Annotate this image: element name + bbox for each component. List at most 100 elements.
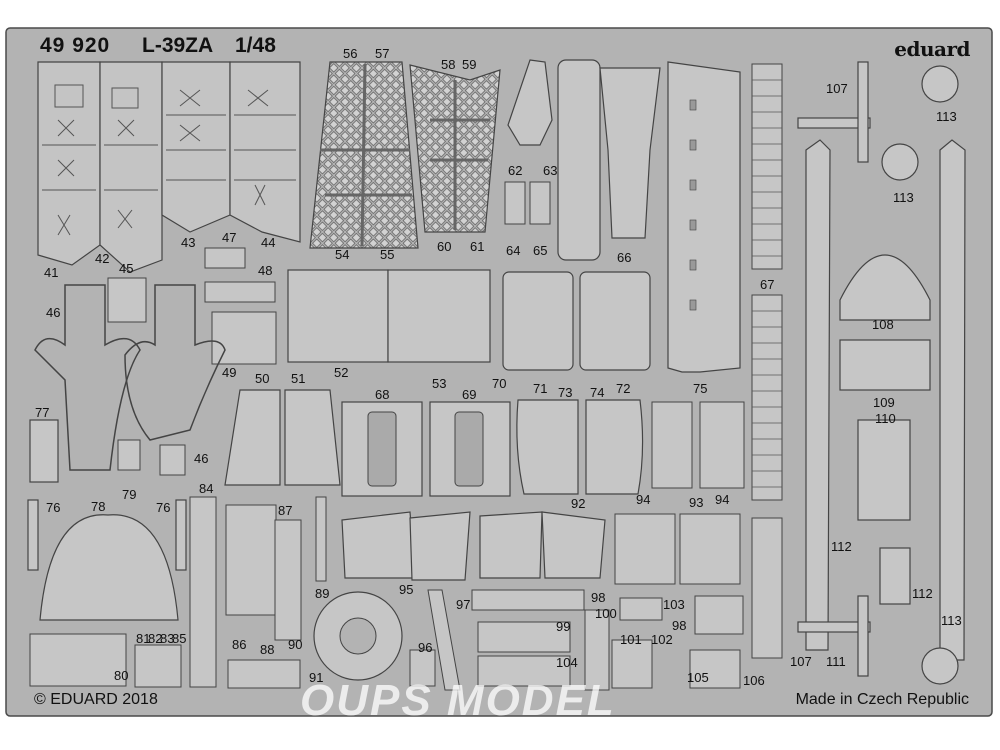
part-label: 87 [278,503,293,518]
brand-logo: eduard [894,37,970,61]
part-label: 68 [375,387,390,402]
part-label: 83 [160,631,175,646]
part-label: 105 [687,670,709,685]
part-label: 98 [672,618,687,633]
parts-70-72 [502,271,651,371]
parts-96-105 [471,517,783,691]
part-label: 107 [826,81,848,96]
part-label: 48 [258,263,273,278]
part-label: 109 [873,395,895,410]
parts-84-90 [189,496,327,689]
parts-45-49 [107,247,277,365]
part-label: 52 [334,365,349,380]
part-label: 97 [456,597,471,612]
parts-50-51 [224,389,341,486]
part-label: 112 [831,539,852,554]
part-label: 112 [912,586,933,601]
part-label: 111 [826,654,846,669]
instrument-panels [614,513,741,585]
part-label: 66 [617,250,632,265]
part-label: 76 [156,500,171,515]
part-label: 108 [872,317,894,332]
set-number: 49 920 [40,34,111,57]
parts-52-53 [287,269,491,363]
parts-76-78 [27,419,187,621]
part-label: 75 [693,381,708,396]
part-label: 51 [291,371,306,386]
part-label: 106 [743,673,765,688]
part-label: 84 [199,481,214,496]
part-label: 69 [462,387,477,402]
part-label: 63 [543,163,558,178]
part-label: 104 [556,655,578,670]
part-label: 46 [194,451,209,466]
copyright-text: © EDUARD 2018 [34,691,158,708]
part-label: 102 [651,632,673,647]
part-label: 71 [533,381,548,396]
part-label: 96 [418,640,433,655]
parts-41-44-detail [42,84,296,236]
part-label: 65 [533,243,548,258]
part-label: 92 [571,496,586,511]
part-label: 90 [288,637,303,652]
part-66-75-strips [667,61,741,373]
parts-46 [34,284,226,471]
part-label: 99 [556,619,571,634]
part-label: 73 [558,385,573,400]
parts-93-94 [651,401,745,489]
part-label: 46 [46,305,61,320]
part-label: 94 [636,492,651,507]
part-label: 82 [148,631,163,646]
part-label: 42 [95,251,110,266]
part-label: 107 [790,654,812,669]
part-label: 89 [315,586,330,601]
part-label: 47 [222,230,237,245]
part-label: 62 [508,163,523,178]
part-label: 60 [437,239,452,254]
part-label: 100 [595,606,617,621]
part-label: 57 [375,46,390,61]
part-label: 79 [122,487,137,502]
part-label: 53 [432,376,447,391]
part-label: 91 [309,670,324,685]
part-63 [557,59,661,261]
model-name: L-39ZA [142,34,214,57]
part-67-ladder [751,63,783,501]
part-label: 45 [119,261,134,276]
part-label: 49 [222,365,237,380]
part-label: 86 [232,637,247,652]
part-label: 59 [462,57,477,72]
scale-label: 1/48 [235,34,276,57]
part-label: 88 [260,642,275,657]
part-label: 64 [506,243,521,258]
part-label: 54 [335,247,350,262]
part-label: 50 [255,371,270,386]
part-label: 76 [46,500,61,515]
part-label: 98 [591,590,606,605]
mesh-parts-54-61 [309,61,501,249]
parts-41-44 [37,61,301,273]
part-label: 43 [181,235,196,250]
part-label: 67 [760,277,775,292]
watermark: OUPS MODEL [300,676,616,725]
parts-80-83 [29,633,182,688]
part-label: 113 [893,190,914,205]
parts-right-column [797,61,966,685]
part-label: 94 [715,492,730,507]
part-label: 41 [44,265,59,280]
parts-73-74 [516,399,644,495]
part-label: 113 [936,109,957,124]
part-label: 70 [492,376,507,391]
parts-91 [341,511,606,581]
part-label: 61 [470,239,485,254]
part-label: 80 [114,668,129,683]
part-label: 58 [441,57,456,72]
part-label: 44 [261,235,276,250]
part-label: 77 [35,405,50,420]
made-in-text: Made in Czech Republic [795,691,969,708]
part-label: 81 [136,631,151,646]
part-label: 55 [380,247,395,262]
part-label: 95 [399,582,414,597]
part-label: 85 [172,631,187,646]
